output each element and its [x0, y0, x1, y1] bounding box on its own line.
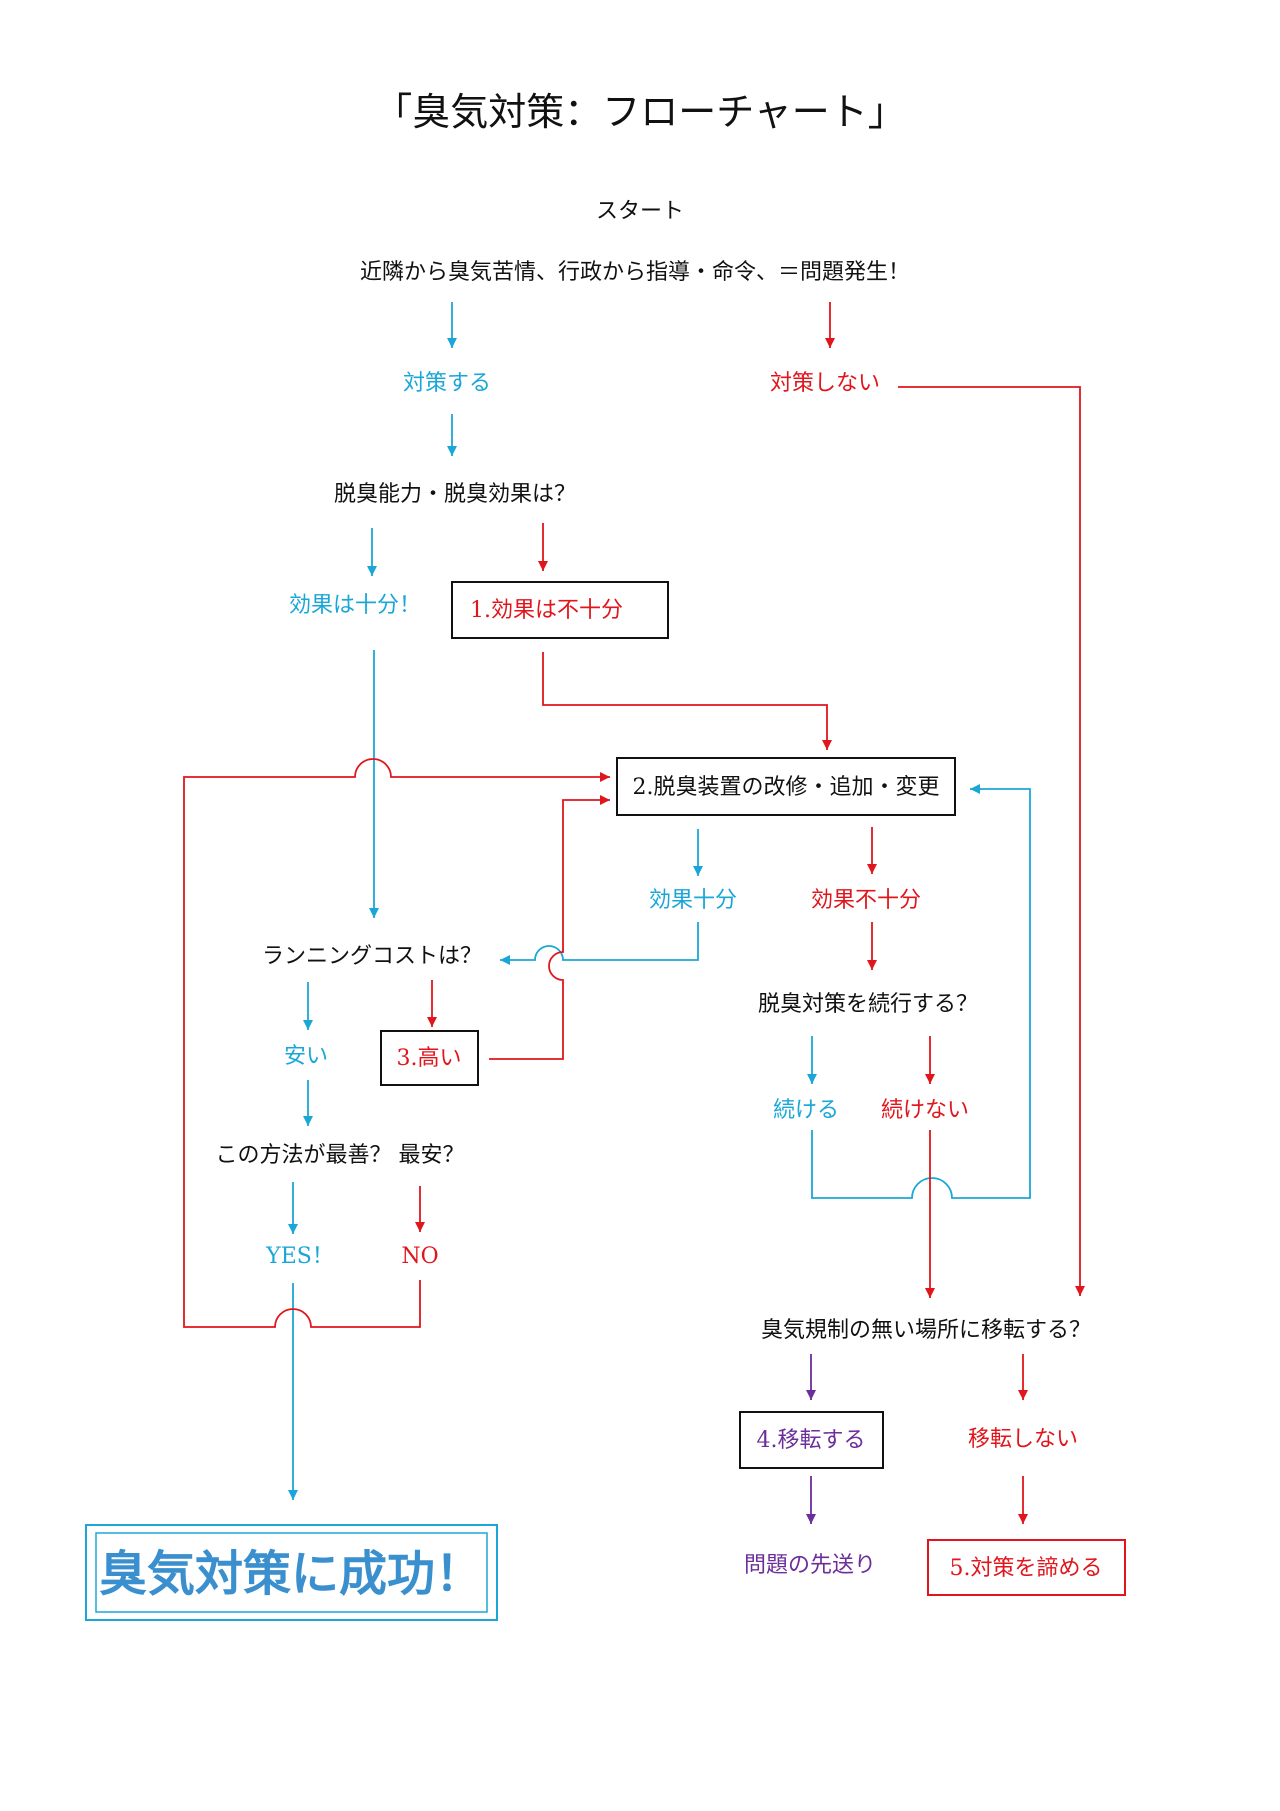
success-label: 臭気対策に成功！ — [99, 1546, 483, 1602]
keizoku-question: 脱臭対策を続行する？ — [758, 992, 978, 1017]
box5-label: 5.対策を諦める — [950, 1556, 1103, 1581]
kouka-fujuubun-label: 効果不十分 — [811, 888, 921, 913]
success-inner-frame — [95, 1532, 488, 1613]
kouka-juubun2-label: 効果十分 — [649, 888, 737, 913]
box1-frame — [451, 581, 669, 639]
no-label: NO — [401, 1244, 438, 1269]
yes-label: YES！ — [265, 1244, 334, 1269]
box2-frame — [616, 757, 956, 816]
iten-shinai-label: 移転しない — [968, 1427, 1078, 1452]
box2-label: 2.脱臭装置の改修・追加・変更 — [633, 775, 940, 800]
box1-label: 1.効果は不十分 — [470, 598, 623, 623]
box4-frame — [739, 1411, 884, 1469]
tsuzukenai-label: 続けない — [881, 1098, 969, 1123]
arrow-box1-to-box2 — [542, 652, 832, 750]
arrow-juubun2-to-running — [500, 922, 699, 965]
arrow-shinai-to-iten — [898, 386, 1085, 1296]
dashu-question: 脱臭能力・脱臭効果は？ — [334, 482, 576, 507]
best-question: この方法が最善？ 最安？ — [216, 1143, 465, 1168]
arrow-tsuzukeru-loop-to-box2 — [811, 784, 1031, 1199]
taisaku-shinai-label: 対策しない — [770, 371, 880, 396]
start-label: スタート — [596, 199, 684, 224]
box4-label: 4.移転する — [757, 1428, 866, 1453]
taisaku-suru-label: 対策する — [403, 371, 491, 396]
arrow-box3-to-box2 — [489, 795, 610, 1060]
box3-frame — [380, 1030, 479, 1086]
arrow-no-loop-to-box2 — [183, 758, 610, 1328]
tsuzukeru-label: 続ける — [773, 1098, 839, 1123]
box5-frame — [927, 1539, 1126, 1596]
running-cost-question: ランニングコストは？ — [262, 944, 482, 969]
problem-label: 近隣から臭気苦情、行政から指導・命令、＝問題発生！ — [360, 260, 910, 285]
iten-question: 臭気規制の無い場所に移転する？ — [761, 1318, 1091, 1343]
page-title: 「臭気対策：フローチャート」 — [374, 90, 906, 134]
yasui-label: 安い — [284, 1044, 328, 1069]
kouka-juubun-label: 効果は十分！ — [289, 593, 421, 618]
okuri-label: 問題の先送り — [744, 1553, 876, 1578]
success-outer-frame — [85, 1524, 498, 1621]
box3-label: 3.高い — [397, 1046, 462, 1071]
